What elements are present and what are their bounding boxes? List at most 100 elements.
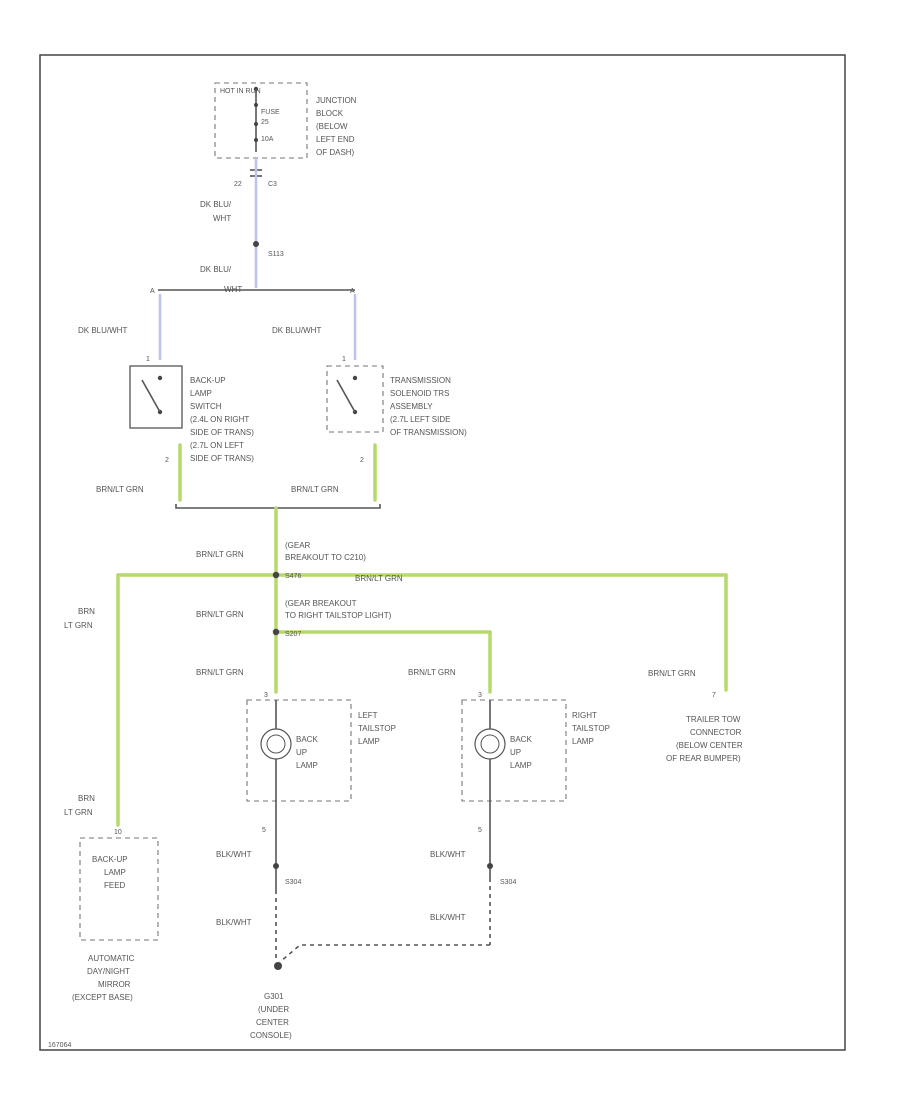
wire-label-dk-blu-wht-1b: WHT <box>213 214 231 223</box>
trans-pin-2: 2 <box>360 457 364 464</box>
switch-pin-2: 2 <box>165 457 169 464</box>
ground-g301-symbol <box>274 962 282 970</box>
left-bulb-filament <box>266 734 286 754</box>
mirror-feed-box <box>79 837 159 941</box>
right-bulb-filament <box>480 734 500 754</box>
right-lamp-inner-2: UP <box>510 748 521 757</box>
wire-combiner <box>175 504 381 509</box>
wire-label-horizontal: BRN/LT GRN <box>355 574 403 583</box>
ground-line-1: G301 <box>264 992 284 1001</box>
backup-switch-line-4: (2.4L ON RIGHT <box>190 415 249 424</box>
mirror-caption-4: (EXCEPT BASE) <box>72 993 133 1002</box>
wire-label-mirror-1b: LT GRN <box>64 621 93 630</box>
right-lamp-line-1: RIGHT <box>572 711 597 720</box>
wire-label-mirror-2b: LT GRN <box>64 808 93 817</box>
wire-label-mirror-1a: BRN <box>78 607 95 616</box>
splice-s304-right <box>487 863 493 869</box>
switch-contact-top <box>157 375 163 381</box>
fuse-number: 25 <box>261 119 269 126</box>
junction-block-line-2: BLOCK <box>316 109 344 118</box>
junction-block-line-3: (BELOW <box>316 122 348 131</box>
wire-label-trans-green: BRN/LT GRN <box>291 485 339 494</box>
trailer-line-1: TRAILER TOW <box>686 715 741 724</box>
trans-contact-top <box>352 375 358 381</box>
trans-line-4: (2.7L LEFT SIDE <box>390 415 450 424</box>
c3-pin-number: 22 <box>234 181 242 188</box>
backup-lamp-switch-box <box>129 365 183 429</box>
wire-blk-right-to-ground <box>279 944 490 963</box>
wire-label-trunk-2: BRN/LT GRN <box>196 610 244 619</box>
backup-switch-line-3: SWITCH <box>190 402 222 411</box>
trans-line-2: SOLENOID TRS <box>390 389 449 398</box>
mirror-caption-2: DAY/NIGHT <box>87 967 130 976</box>
left-tailstop-lamp-box <box>246 699 352 802</box>
mirror-box-line-3: FEED <box>104 881 126 890</box>
c3-label: C3 <box>268 181 277 188</box>
right-lamp-line-3: LAMP <box>572 737 594 746</box>
switch-blade <box>141 379 161 413</box>
wire-label-right-lamp: BRN/LT GRN <box>408 668 456 677</box>
left-lamp-line-2: TAILSTOP <box>358 724 396 733</box>
fuse-node-2 <box>254 122 258 126</box>
right-lamp-inner-3: LAMP <box>510 761 532 770</box>
gear-note-1b: BREAKOUT TO C210) <box>285 553 366 562</box>
junction-block-line-5: OF DASH) <box>316 148 355 157</box>
fuse-node-1 <box>254 103 258 107</box>
switch-pin-1: 1 <box>146 356 150 363</box>
splice-s304-left <box>273 863 279 869</box>
hot-in-run-label: HOT IN RUN <box>220 88 261 95</box>
gear-note-2b: TO RIGHT TAILSTOP LIGHT) <box>285 611 392 620</box>
wire-label-blk-right-2: BLK/WHT <box>430 913 466 922</box>
pin-a-left: A <box>150 288 155 295</box>
left-backup-bulb <box>260 728 292 760</box>
junction-block-box <box>214 82 308 159</box>
wire-label-dk-blu-wht-2a: DK BLU/ <box>200 265 232 274</box>
splice-s476-label: S476 <box>285 573 301 580</box>
diagram-frame <box>39 54 846 1051</box>
right-lamp-inner-1: BACK <box>510 735 532 744</box>
junction-block-line-4: LEFT END <box>316 135 355 144</box>
backup-switch-line-6: (2.7L ON LEFT <box>190 441 244 450</box>
left-lamp-inner-3: LAMP <box>296 761 318 770</box>
trans-line-1: TRANSMISSION <box>390 376 451 385</box>
wire-label-dk-blu-wht-1a: DK BLU/ <box>200 200 232 209</box>
right-lamp-pin-bottom: 5 <box>478 827 482 834</box>
left-lamp-inner-1: BACK <box>296 735 318 744</box>
left-lamp-inner-2: UP <box>296 748 307 757</box>
trans-pin-1: 1 <box>342 356 346 363</box>
splice-s113 <box>253 241 259 247</box>
left-lamp-pin-top: 3 <box>264 692 268 699</box>
junction-block-line-1: JUNCTION <box>316 96 357 105</box>
trans-line-5: OF TRANSMISSION) <box>390 428 467 437</box>
trans-blade <box>336 379 356 413</box>
right-tailstop-lamp-box <box>461 699 567 802</box>
splice-s304-right-label: S304 <box>500 879 516 886</box>
wire-label-blk-left-1: BLK/WHT <box>216 850 252 859</box>
wire-label-trailer: BRN/LT GRN <box>648 669 696 678</box>
wire-label-left-blue: DK BLU/WHT <box>78 326 127 335</box>
wire-label-trunk-1: BRN/LT GRN <box>196 550 244 559</box>
splice-s207-label: S207 <box>285 631 301 638</box>
right-lamp-pin-top: 3 <box>478 692 482 699</box>
fuse-label: FUSE <box>261 109 280 116</box>
splice-s476 <box>272 571 280 579</box>
splice-s304-left-label: S304 <box>285 879 301 886</box>
splice-s113-label: S113 <box>268 251 284 258</box>
wire-label-blk-left-2: BLK/WHT <box>216 918 252 927</box>
trailer-line-3: (BELOW CENTER <box>676 741 743 750</box>
mirror-pin: 10 <box>114 829 122 836</box>
backup-switch-line-2: LAMP <box>190 389 212 398</box>
ground-line-4: CONSOLE) <box>250 1031 292 1040</box>
left-lamp-line-3: LAMP <box>358 737 380 746</box>
gear-note-1a: (GEAR <box>285 541 311 550</box>
splice-s207 <box>272 628 280 636</box>
ground-line-2: (UNDER <box>258 1005 289 1014</box>
wire-label-blk-right-1: BLK/WHT <box>430 850 466 859</box>
mirror-box-line-1: BACK-UP <box>92 855 128 864</box>
trailer-line-2: CONNECTOR <box>690 728 742 737</box>
wire-label-left-lamp: BRN/LT GRN <box>196 668 244 677</box>
trans-solenoid-box <box>326 365 384 433</box>
left-lamp-line-1: LEFT <box>358 711 378 720</box>
mirror-caption-1: AUTOMATIC <box>88 954 135 963</box>
